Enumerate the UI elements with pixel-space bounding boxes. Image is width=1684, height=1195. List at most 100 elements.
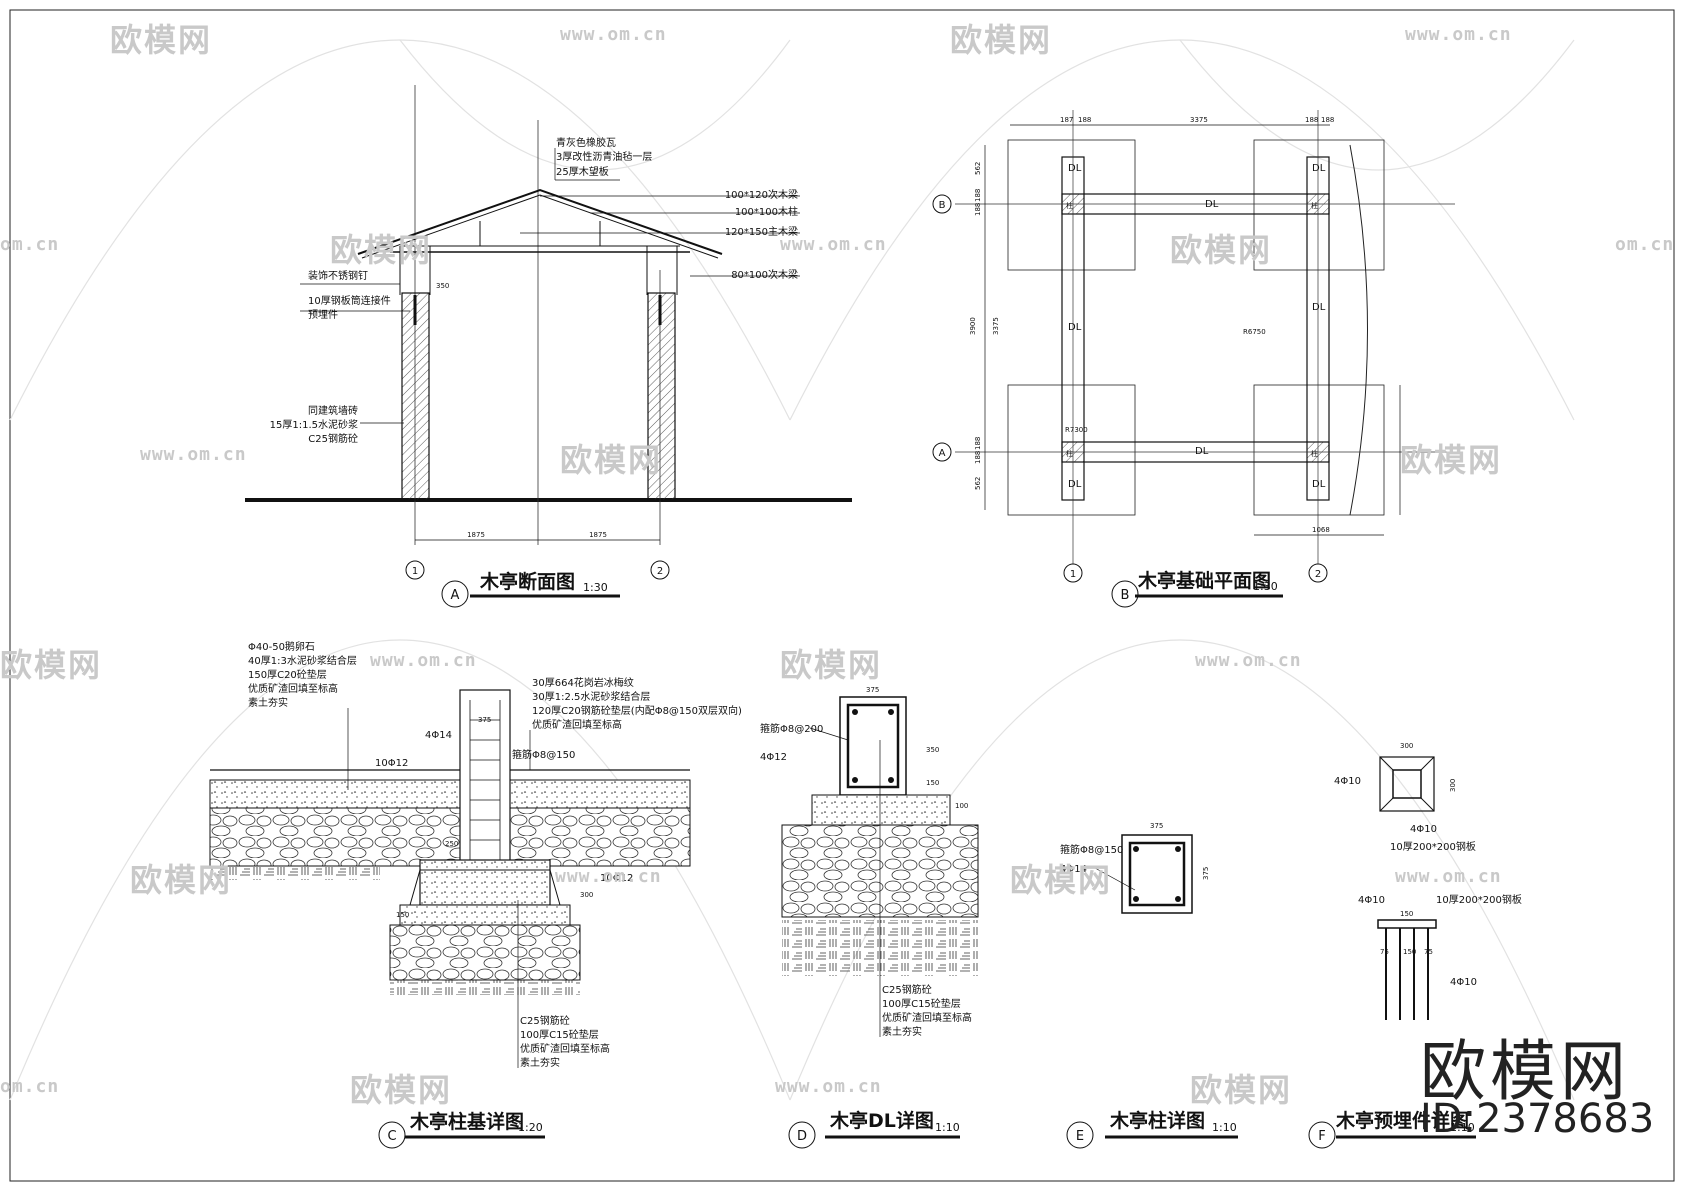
layer-2: 3厚改性沥青油毡一层 — [556, 150, 652, 163]
c-dim-2: 250 — [445, 840, 458, 848]
watermark-url: om.cn — [1615, 234, 1675, 255]
view-d-title: 木亭DL详图 — [829, 1109, 934, 1132]
member-3: 120*150主木梁 — [725, 225, 798, 238]
c-rebar-2: 10Φ12 — [375, 758, 408, 769]
left-column — [401, 292, 430, 501]
d-dim-1: 375 — [866, 686, 879, 694]
brand-id: ID:2378683 — [1420, 1096, 1655, 1142]
axis-2b: 2 — [1315, 569, 1321, 580]
view-b-title: 木亭基础平面图 — [1137, 569, 1271, 592]
radius-label-2: R7300 — [1065, 426, 1088, 434]
dim-left-1: 562 — [974, 162, 982, 175]
dim-top-4: 188 — [1305, 116, 1318, 124]
e-rebar-2: 4Φ14 — [1060, 864, 1087, 875]
c-rebar-1: 4Φ14 — [425, 730, 452, 741]
axis-1b-bubble — [1063, 563, 1083, 583]
watermark-url: www.om.cn — [780, 234, 887, 255]
f-note-1: 4Φ10 — [1334, 776, 1361, 787]
col-note-3: C25钢筋砼 — [308, 432, 358, 445]
dim-right: 1875 — [589, 531, 607, 539]
watermark-logo: 欧模网 — [350, 1071, 453, 1109]
c-bottom-1: C25钢筋砼 — [520, 1014, 570, 1027]
d-dim-3: 150 — [926, 779, 939, 787]
dim-top-2: 188 — [1078, 116, 1091, 124]
f-note-4: 4Φ10 — [1358, 895, 1385, 906]
f-note-6: 4Φ10 — [1450, 977, 1477, 988]
member-2: 100*100木柱 — [735, 205, 798, 218]
f-dim-6: 150 — [1403, 948, 1416, 956]
d-dim-4: 100 — [955, 802, 968, 810]
f-dim-1: 300 — [1400, 742, 1413, 750]
dim-top-5: 188 — [1321, 116, 1334, 124]
c-bottom-4: 素土夯实 — [520, 1056, 560, 1069]
brand-logo-text: 欧模网 — [1420, 1033, 1630, 1110]
c-right-4: 优质矿渣回填至标高 — [532, 718, 622, 731]
col-mark-2: 柱 — [1311, 201, 1318, 210]
watermark-url: www.om.cn — [140, 444, 247, 465]
col-mark-4: 柱 — [1311, 449, 1318, 458]
view-e-column: 箍筋Φ8@150 4Φ14 375 375 E 木亭柱详图 1:10 — [1060, 822, 1238, 1149]
dl-label-2: DL — [1312, 163, 1326, 174]
dl-label-1: DL — [1068, 163, 1082, 174]
axis-a: A — [939, 448, 946, 459]
c-left-3: 150厚C20砼垫层 — [248, 668, 327, 681]
dim-top-3: 3375 — [1190, 116, 1208, 124]
watermark-url: om.cn — [0, 234, 60, 255]
col-note-2: 15厚1:1.5水泥砂浆 — [270, 418, 358, 431]
dim-left-8: 562 — [974, 477, 982, 490]
dim-left-3: 188 — [974, 203, 982, 216]
axis-b-bubble — [932, 194, 952, 214]
c-dim-3: 300 — [580, 891, 593, 899]
col-mark-3: 柱 — [1066, 449, 1073, 458]
watermark-logo: 欧模网 — [950, 21, 1053, 59]
c-right-3: 120厚C20钢筋砼垫层(内配Φ8@150双层双向) — [532, 704, 742, 717]
view-e-scale: 1:10 — [1212, 1121, 1237, 1134]
watermark-logo: 欧模网 — [0, 646, 103, 684]
note-3: 预埋件 — [308, 309, 338, 321]
f-dim-2: 300 — [1449, 779, 1457, 792]
dl-label-7: DL — [1068, 479, 1082, 490]
d-layer-2: 100厚C15砼垫层 — [882, 997, 961, 1010]
layer-3: 25厚木望板 — [556, 165, 609, 178]
dim-left-5: 3900 — [969, 317, 977, 335]
member-1: 100*120次木梁 — [725, 188, 798, 201]
d-layer-3: 优质矿渣回填至标高 — [882, 1011, 972, 1024]
view-a-badge: A — [451, 588, 460, 603]
watermark-url: www.om.cn — [1195, 650, 1302, 671]
d-rebar-1: 箍筋Φ8@200 — [760, 722, 823, 735]
view-e-title: 木亭柱详图 — [1109, 1109, 1205, 1132]
c-rebar-3: 箍筋Φ8@150 — [512, 748, 575, 761]
dl-label-3: DL — [1205, 199, 1219, 210]
axis-2: 2 — [657, 566, 663, 577]
view-b-badge: B — [1121, 588, 1130, 603]
axis-1b: 1 — [1070, 569, 1076, 580]
view-b-scale: 1:30 — [1253, 580, 1278, 593]
f-note-3: 10厚200*200钢板 — [1390, 840, 1476, 853]
view-c-scale: 1:20 — [518, 1121, 543, 1134]
e-dim-2: 375 — [1202, 867, 1210, 880]
c-rebar-4: 10Φ12 — [600, 873, 633, 884]
f-dim-5: 75 — [1424, 948, 1433, 956]
watermark-url: www.om.cn — [1395, 866, 1502, 887]
c-dim-1: 375 — [478, 716, 491, 724]
watermark-logo: 欧模网 — [1190, 1071, 1293, 1109]
dim-vertical: 350 — [436, 282, 449, 290]
col-note-1: 同建筑墙砖 — [308, 404, 358, 417]
view-e-badge: E — [1076, 1129, 1084, 1144]
c-right-2: 30厚1:2.5水泥砂浆结合层 — [532, 690, 650, 703]
watermark-logo: 欧模网 — [1400, 441, 1503, 479]
view-f-scale: 1:10 — [1450, 1121, 1475, 1134]
dl-label-8: DL — [1312, 479, 1326, 490]
axis-2-bubble — [650, 560, 670, 580]
axis-b: B — [939, 200, 946, 211]
watermark-logo: 欧模网 — [780, 646, 883, 684]
e-rebar-1: 箍筋Φ8@150 — [1060, 843, 1123, 856]
axis-2b-bubble — [1308, 563, 1328, 583]
view-a-badge-circle — [441, 580, 469, 608]
view-d-badge-circle — [788, 1121, 816, 1149]
member-4: 80*100次木梁 — [731, 268, 798, 281]
f-note-5: 10厚200*200钢板 — [1436, 893, 1522, 906]
view-d-badge: D — [797, 1129, 807, 1144]
